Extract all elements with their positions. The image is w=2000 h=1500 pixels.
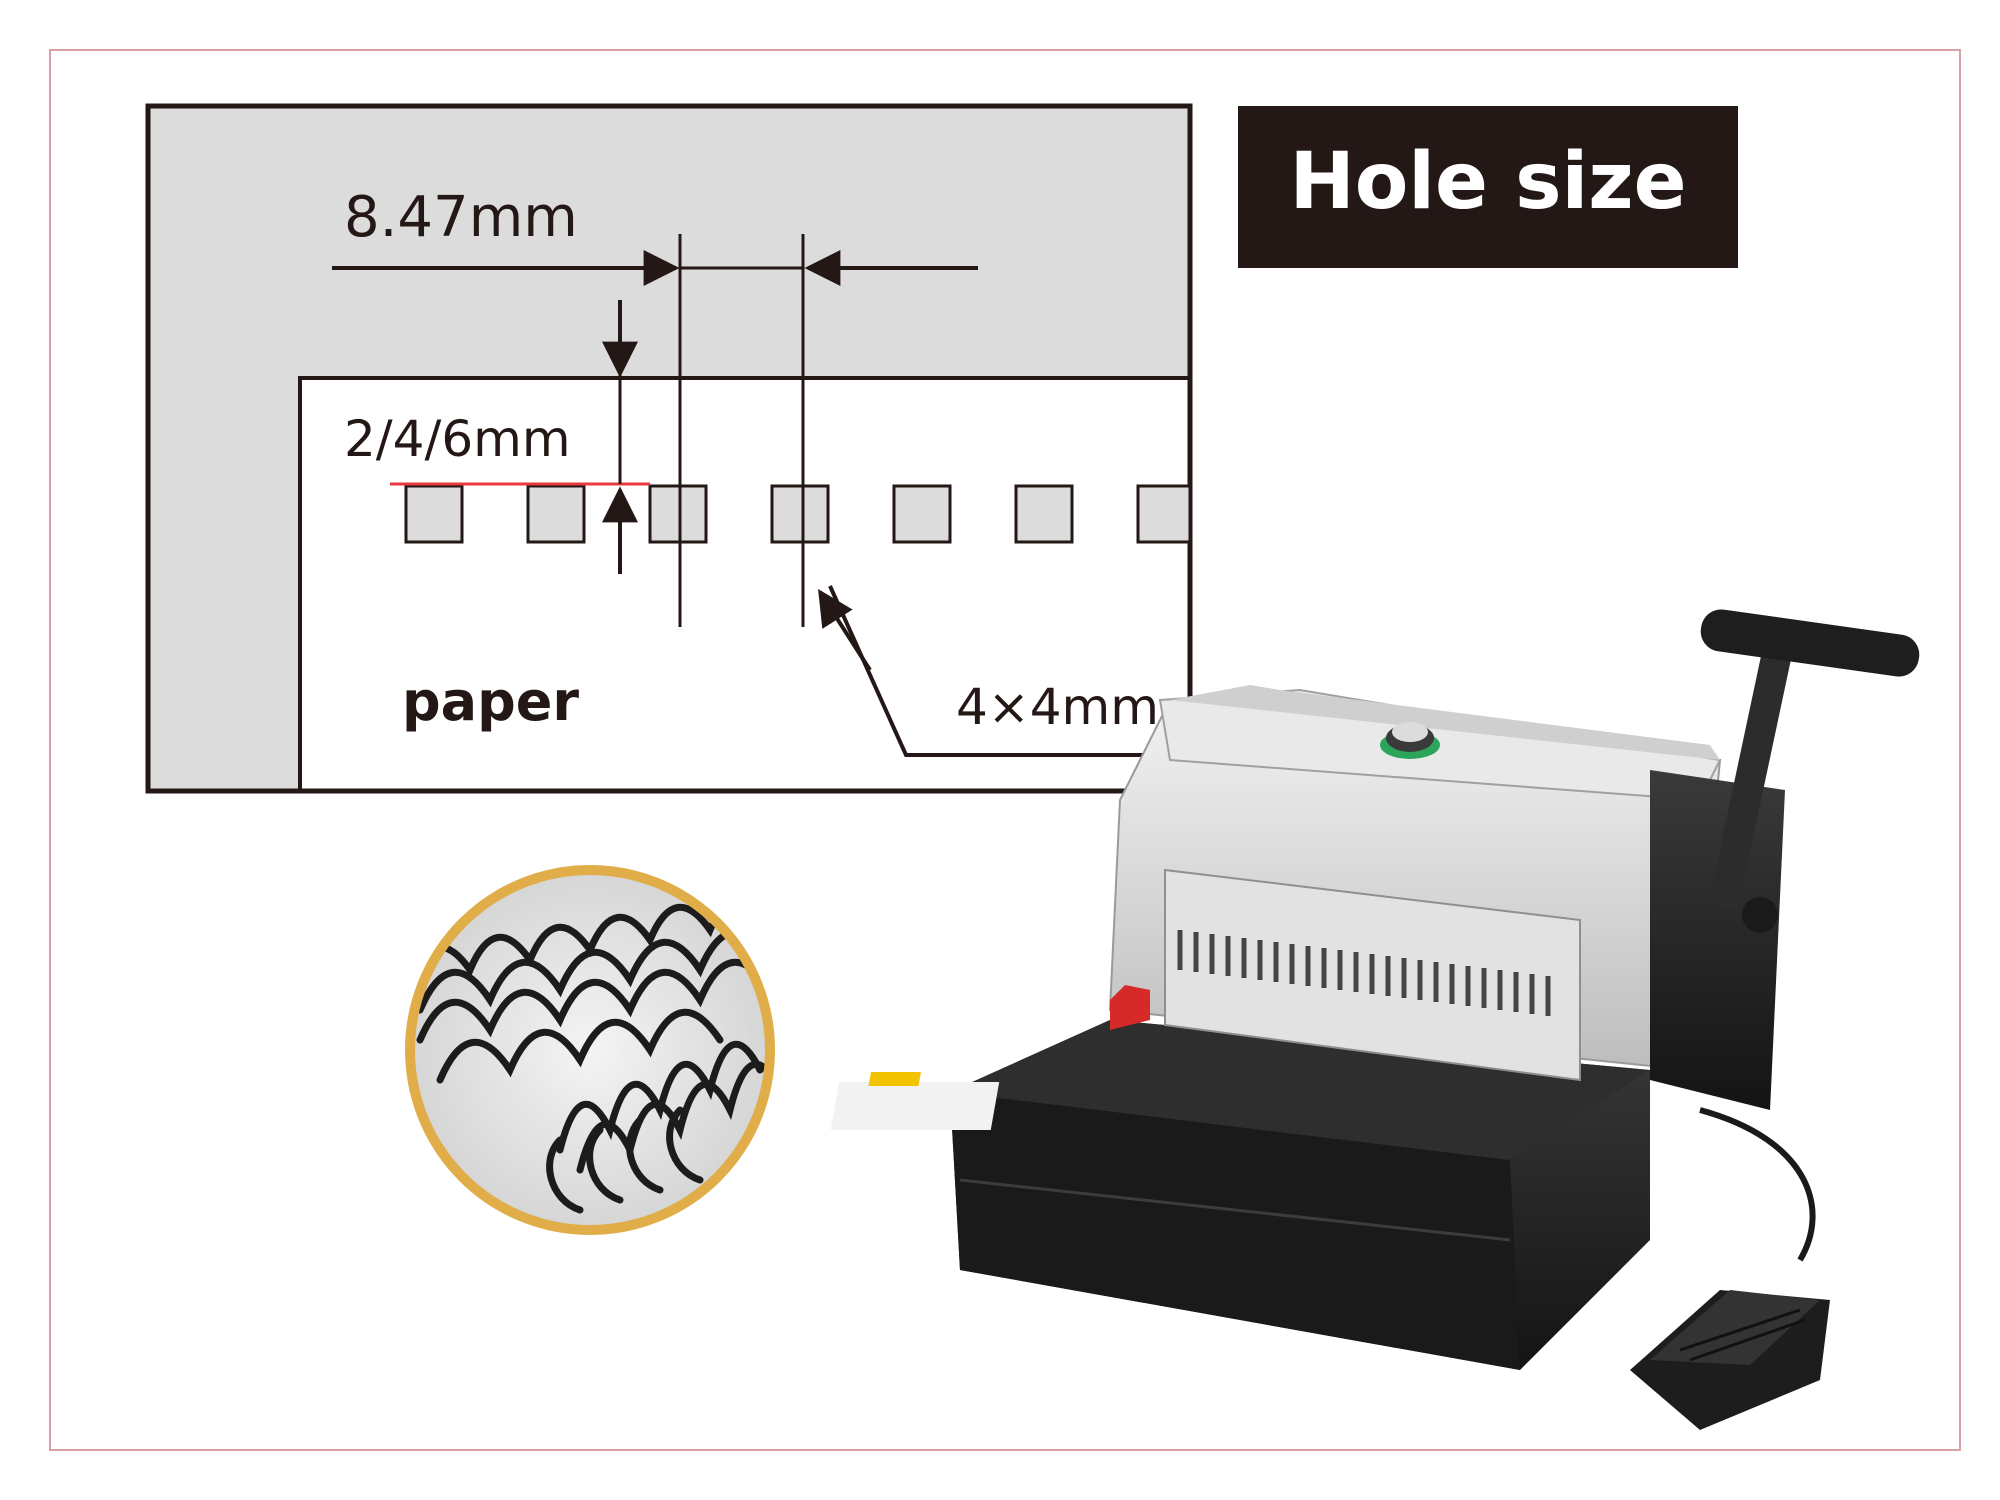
wire-coil-photo-icon — [405, 865, 775, 1235]
paper-sheet — [300, 378, 1190, 791]
hole — [648, 484, 708, 544]
hole-size-leader — [828, 585, 1158, 757]
hole — [892, 484, 952, 544]
hole — [526, 484, 586, 544]
hole-size-label: 4×4mm — [956, 678, 1159, 736]
pitch-label: 8.47mm — [344, 185, 578, 250]
hole — [404, 484, 464, 544]
title-text: Hole size — [1289, 137, 1686, 227]
foot-pedal-icon — [1630, 1290, 1830, 1430]
page-frame — [49, 49, 1961, 1451]
title-banner: Hole size — [1238, 106, 1738, 268]
hole-size-diagram: 8.47mm 2/4/6mm paper 4×4mm — [145, 103, 1193, 794]
hole — [770, 484, 830, 544]
hole — [1136, 484, 1192, 544]
binding-machine-icon — [830, 609, 1920, 1370]
margin-label: 2/4/6mm — [344, 410, 571, 468]
punch-comb — [1177, 930, 1551, 1016]
hole — [1014, 484, 1074, 544]
paper-label: paper — [402, 670, 579, 733]
hole-row — [404, 484, 1192, 544]
